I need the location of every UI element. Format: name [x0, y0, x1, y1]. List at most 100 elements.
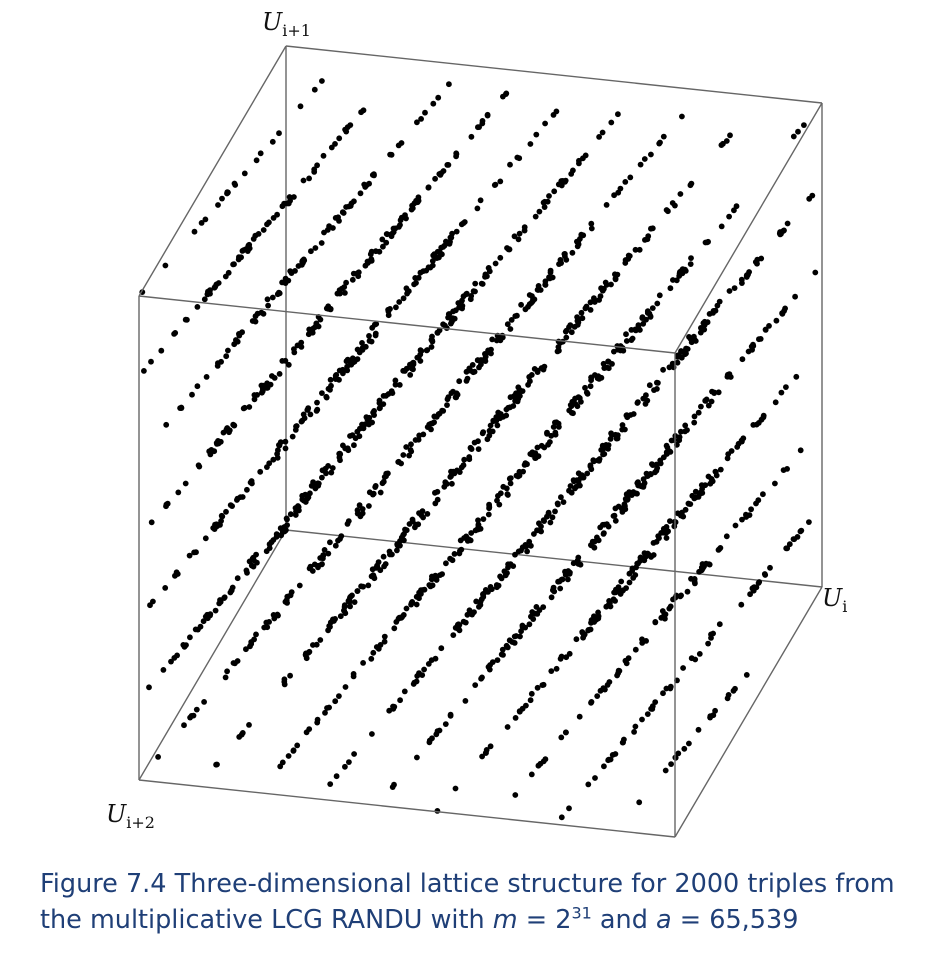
scatter-point: [281, 200, 287, 207]
scatter-point: [683, 345, 690, 352]
scatter-point: [243, 567, 250, 574]
scatter-point: [477, 197, 484, 204]
scatter-point: [591, 544, 598, 551]
scatter-point: [359, 340, 365, 346]
scatter-point: [467, 445, 474, 452]
scatter-point: [490, 417, 497, 424]
scatter-point: [486, 268, 493, 275]
scatter-point: [336, 135, 343, 142]
scatter-point: [433, 575, 440, 581]
scatter-point: [571, 323, 578, 330]
scatter-point: [644, 550, 651, 557]
scatter-point: [581, 631, 588, 638]
scatter-point: [523, 543, 530, 550]
scatter-point: [705, 402, 712, 409]
scatter-point: [381, 563, 387, 570]
scatter-point: [597, 524, 604, 531]
scatter-point: [801, 122, 807, 128]
scatter-point: [582, 384, 588, 391]
scatter-point: [441, 483, 448, 490]
scatter-point: [649, 462, 656, 468]
scatter-point: [544, 429, 550, 436]
scatter-point: [293, 423, 299, 430]
scatter-point: [394, 541, 401, 548]
scatter-point: [351, 442, 357, 449]
scatter-point: [469, 362, 476, 368]
cube-edge: [674, 102, 823, 354]
scatter-point: [162, 262, 169, 269]
scatter-point: [619, 426, 626, 433]
scatter-point: [141, 368, 147, 374]
scatter-point: [393, 304, 399, 311]
scatter-point: [211, 526, 218, 532]
scatter-point: [546, 193, 552, 199]
scatter-point: [223, 353, 230, 360]
scatter-point: [339, 366, 346, 373]
scatter-point: [452, 624, 459, 631]
scatter-point: [311, 484, 318, 490]
scatter-point: [435, 94, 442, 101]
scatter-point: [557, 585, 564, 592]
scatter-point: [718, 223, 725, 230]
scatter-point: [517, 393, 523, 399]
scatter-point: [411, 200, 418, 207]
scatter-point: [649, 305, 656, 311]
scatter-point: [798, 527, 805, 534]
scatter-point: [578, 309, 585, 316]
scatter-point: [484, 112, 491, 119]
scatter-point: [351, 751, 357, 757]
scatter-point: [588, 225, 595, 232]
scatter-point: [641, 557, 648, 564]
scatter-point: [562, 178, 568, 185]
scatter-point: [512, 792, 519, 798]
scatter-point: [642, 401, 649, 407]
scatter-point: [351, 198, 357, 205]
scatter-point: [767, 564, 773, 571]
axis-label-u-i-plus-1: Ui+1: [262, 8, 311, 40]
scatter-point: [314, 162, 320, 169]
scatter-point: [383, 473, 389, 480]
scatter-point: [587, 626, 594, 633]
scatter-point: [410, 366, 416, 373]
scatter-point: [649, 706, 656, 712]
scatter-point: [591, 458, 597, 465]
scatter-point: [432, 500, 439, 507]
scatter-point: [214, 761, 220, 768]
scatter-point: [495, 409, 502, 416]
scatter-point: [368, 338, 375, 345]
scatter-point: [448, 390, 455, 396]
scatter-point: [527, 141, 534, 147]
scatter-point: [577, 475, 584, 481]
scatter-point: [486, 501, 492, 508]
scatter-point: [591, 295, 597, 302]
scatter-point: [599, 287, 606, 294]
scatter-point: [391, 625, 398, 632]
scatter-point: [195, 626, 201, 633]
scatter-point: [291, 349, 298, 356]
scatter-point: [271, 375, 278, 381]
scatter-point: [478, 675, 484, 682]
scatter-point: [314, 716, 321, 723]
scatter-point: [812, 269, 819, 276]
scatter-point: [656, 292, 663, 299]
scatter-point: [605, 523, 612, 530]
cube-edge: [285, 529, 823, 588]
scatter-point: [372, 484, 379, 490]
scatter-point: [257, 468, 264, 475]
scatter-point: [790, 133, 797, 140]
scatter-point: [317, 316, 324, 323]
scatter-point: [667, 518, 673, 524]
scatter-point: [596, 457, 602, 464]
scatter-point: [479, 281, 486, 287]
scatter-point: [456, 378, 463, 385]
scatter-point: [504, 570, 510, 576]
scatter-point: [663, 442, 670, 449]
scatter-point: [211, 284, 218, 291]
scatter-point: [429, 573, 435, 580]
scatter-point: [402, 368, 408, 374]
scatter-point: [274, 291, 281, 298]
scatter-point: [643, 392, 649, 399]
scatter-point: [652, 619, 659, 625]
scatter-point: [504, 644, 511, 651]
scatter-point: [412, 275, 419, 281]
